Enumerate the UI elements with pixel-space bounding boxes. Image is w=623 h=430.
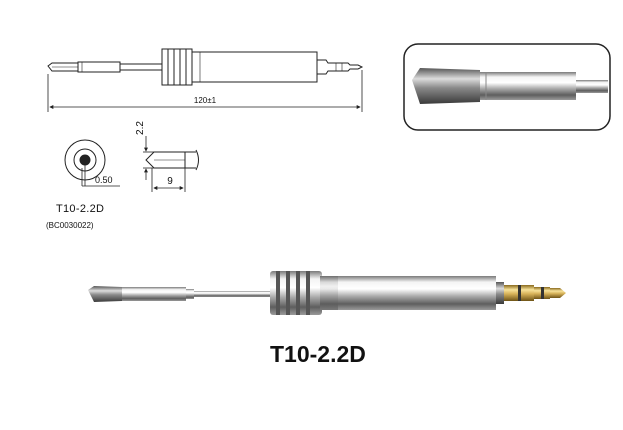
thickness-label: 0.50 xyxy=(95,175,113,185)
model-label: T10-2.2D xyxy=(56,203,105,215)
width-label: 2.2 xyxy=(135,121,146,135)
tip-detail xyxy=(145,149,199,171)
tip-length-label: 9 xyxy=(167,176,173,187)
tip-length-dimension xyxy=(151,168,186,192)
product-title: T10-2.2D xyxy=(270,341,366,367)
tip-closeup-inset xyxy=(403,43,611,131)
part-number-label: (BC0030022) xyxy=(46,221,94,230)
end-view xyxy=(64,139,120,187)
product-photo xyxy=(88,271,566,315)
length-dimension xyxy=(47,70,363,112)
length-label: 120±1 xyxy=(194,96,217,105)
side-view-outline xyxy=(47,48,364,86)
